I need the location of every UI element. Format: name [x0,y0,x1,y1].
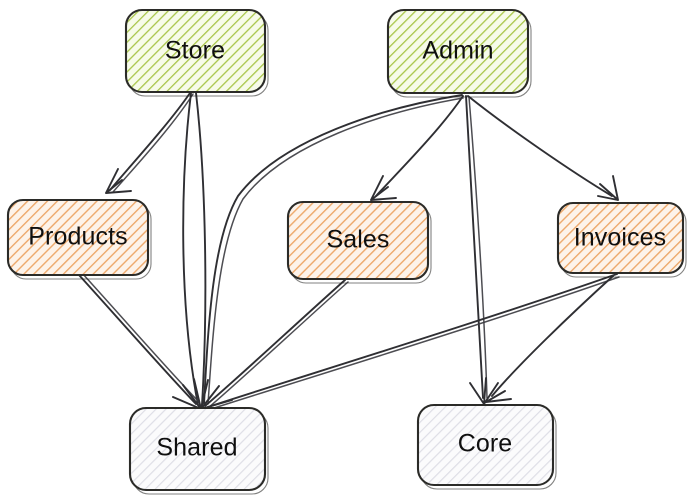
node-store-shape[interactable] [124,8,267,94]
node-shared-shape[interactable] [128,406,267,492]
edge-store-to-shared-b [195,92,207,406]
edge-store-to-products [105,92,194,194]
edge-admin-to-core [465,95,499,405]
node-store[interactable]: Store [124,8,269,97]
edge-admin-to-invoices [467,95,619,201]
nodes-layer: Store Admin Products Sales Invoices Shar… [6,8,687,495]
edge-products-to-shared [78,272,200,405]
node-admin-shape[interactable] [386,8,530,95]
node-sales[interactable]: Sales [286,200,432,284]
edge-sales-to-shared [204,279,349,409]
edge-store-to-shared-a [182,92,199,406]
edges-layer [78,92,620,412]
node-core-shape[interactable] [416,403,555,487]
edge-invoices-to-core [485,275,614,403]
node-sales-shape[interactable] [286,200,430,281]
edge-invoices-to-shared [207,273,620,410]
node-core[interactable]: Core [416,403,557,490]
node-products-shape[interactable] [6,198,150,277]
node-shared[interactable]: Shared [128,406,269,495]
edge-admin-to-shared-a [203,94,463,405]
node-products[interactable]: Products [6,198,152,280]
node-invoices[interactable]: Invoices [556,201,687,278]
edge-admin-to-sales [370,95,464,201]
node-admin[interactable]: Admin [386,8,532,98]
node-invoices-shape[interactable] [556,201,685,275]
edge-admin-to-shared-b [207,97,464,405]
